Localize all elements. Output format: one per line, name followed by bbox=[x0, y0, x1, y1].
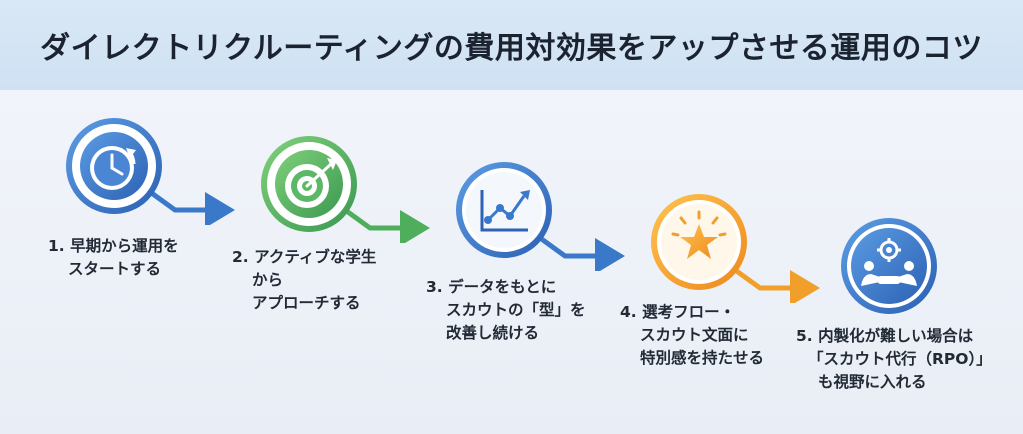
step-1-number: 1. bbox=[48, 237, 65, 255]
step-2-number: 2. bbox=[232, 248, 249, 266]
star-icon bbox=[651, 194, 747, 290]
step-3-icon-circle bbox=[456, 162, 552, 258]
handshake-gear-icon bbox=[841, 218, 937, 314]
step-2-line-3: アプローチする bbox=[252, 294, 361, 312]
step-4-icon-circle bbox=[651, 194, 747, 290]
step-2-label: 2. アクティブな学生 から アプローチする bbox=[232, 246, 376, 315]
step-5-label: 5. 内製化が難しい場合は 「スカウト代行（RPO）」 も視野に入れる bbox=[796, 325, 992, 394]
step-4-number: 4. bbox=[620, 303, 637, 321]
step-4-line-3: 特別感を持たせる bbox=[640, 349, 765, 367]
step-3-line-3: 改善し続ける bbox=[446, 324, 540, 342]
step-3-number: 3. bbox=[426, 278, 443, 296]
trend-chart-icon bbox=[456, 162, 552, 258]
step-1-label: 1. 早期から運用を スタートする bbox=[48, 235, 179, 281]
step-5-number: 5. bbox=[796, 327, 813, 345]
step-2-line-1: アクティブな学生 bbox=[254, 248, 377, 266]
clock-icon bbox=[66, 118, 162, 214]
target-icon bbox=[261, 136, 357, 232]
step-1-line-2: スタートする bbox=[68, 260, 162, 278]
step-5-icon-circle bbox=[841, 218, 937, 314]
page-title: ダイレクトリクルーティングの費用対効果をアップさせる運用のコツ bbox=[40, 31, 983, 66]
step-2-line-2: から bbox=[252, 271, 284, 289]
step-5-line-3: も視野に入れる bbox=[818, 373, 927, 391]
step-1-icon-circle bbox=[66, 118, 162, 214]
step-4-line-1: 選考フロー・ bbox=[642, 303, 736, 321]
process-flow: 1. 早期から運用を スタートする 2. アクティブな学生 から アプローチする… bbox=[0, 90, 1023, 434]
step-3-line-2: スカウトの「型」を bbox=[446, 301, 586, 319]
title-bar: ダイレクトリクルーティングの費用対効果をアップさせる運用のコツ bbox=[0, 0, 1023, 90]
step-4-line-2: スカウト文面に bbox=[640, 326, 749, 344]
step-5-line-1: 内製化が難しい場合は bbox=[818, 327, 974, 345]
step-4-label: 4. 選考フロー・ スカウト文面に 特別感を持たせる bbox=[620, 301, 764, 370]
step-5-line-2: 「スカウト代行（RPO）」 bbox=[808, 350, 992, 368]
step-3-line-1: データをもとに bbox=[448, 278, 557, 296]
step-3-label: 3. データをもとに スカウトの「型」を 改善し続ける bbox=[426, 276, 586, 345]
step-1-line-1: 早期から運用を bbox=[70, 237, 179, 255]
step-2-icon-circle bbox=[261, 136, 357, 232]
